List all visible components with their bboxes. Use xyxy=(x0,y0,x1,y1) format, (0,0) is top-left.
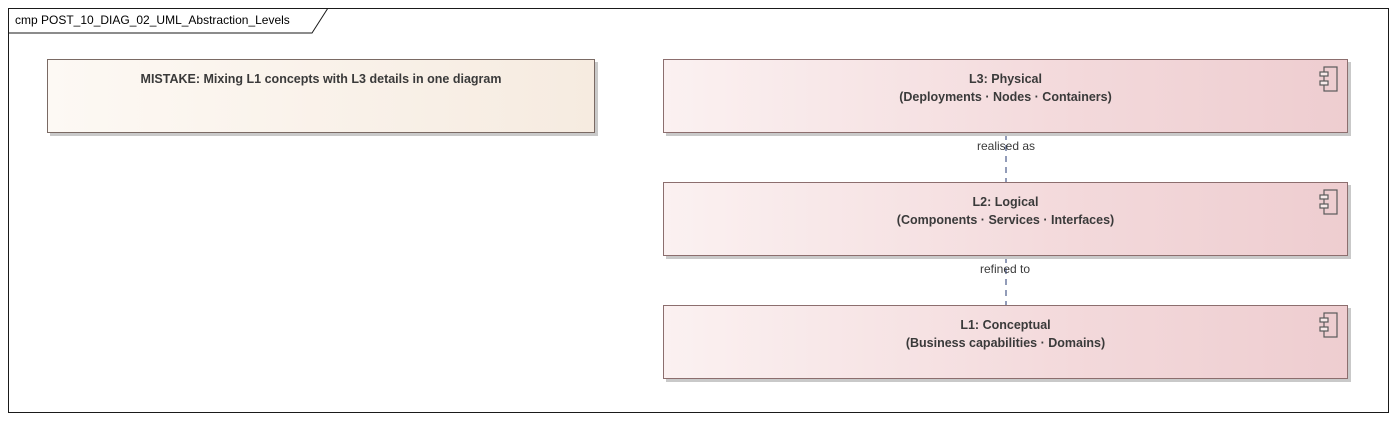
component-l2-logical[interactable]: L2: Logical (Components · Services · Int… xyxy=(663,182,1348,256)
connector-label-refined-to: refined to xyxy=(980,262,1031,276)
component-icon xyxy=(1319,66,1338,92)
mistake-note[interactable]: MISTAKE: Mixing L1 concepts with L3 deta… xyxy=(47,59,595,133)
component-l1-conceptual[interactable]: L1: Conceptual (Business capabilities · … xyxy=(663,305,1348,379)
component-icon xyxy=(1319,189,1338,215)
frame-title-tab xyxy=(8,8,329,34)
frame-title: cmp POST_10_DIAG_02_UML_Abstraction_Leve… xyxy=(15,13,290,27)
connector-label-realised-as: realised as xyxy=(977,139,1036,153)
component-title: L2: Logical xyxy=(972,195,1039,209)
component-l3-physical[interactable]: L3: Physical (Deployments · Nodes · Cont… xyxy=(663,59,1348,133)
component-subtitle: (Components · Services · Interfaces) xyxy=(896,213,1115,227)
diagram-frame xyxy=(8,8,1389,413)
component-icon xyxy=(1319,312,1338,338)
note-text: MISTAKE: Mixing L1 concepts with L3 deta… xyxy=(140,72,502,86)
component-title: L3: Physical xyxy=(969,72,1042,86)
component-title: L1: Conceptual xyxy=(960,318,1051,332)
component-subtitle: (Deployments · Nodes · Containers) xyxy=(899,90,1112,104)
component-subtitle: (Business capabilities · Domains) xyxy=(905,336,1106,350)
